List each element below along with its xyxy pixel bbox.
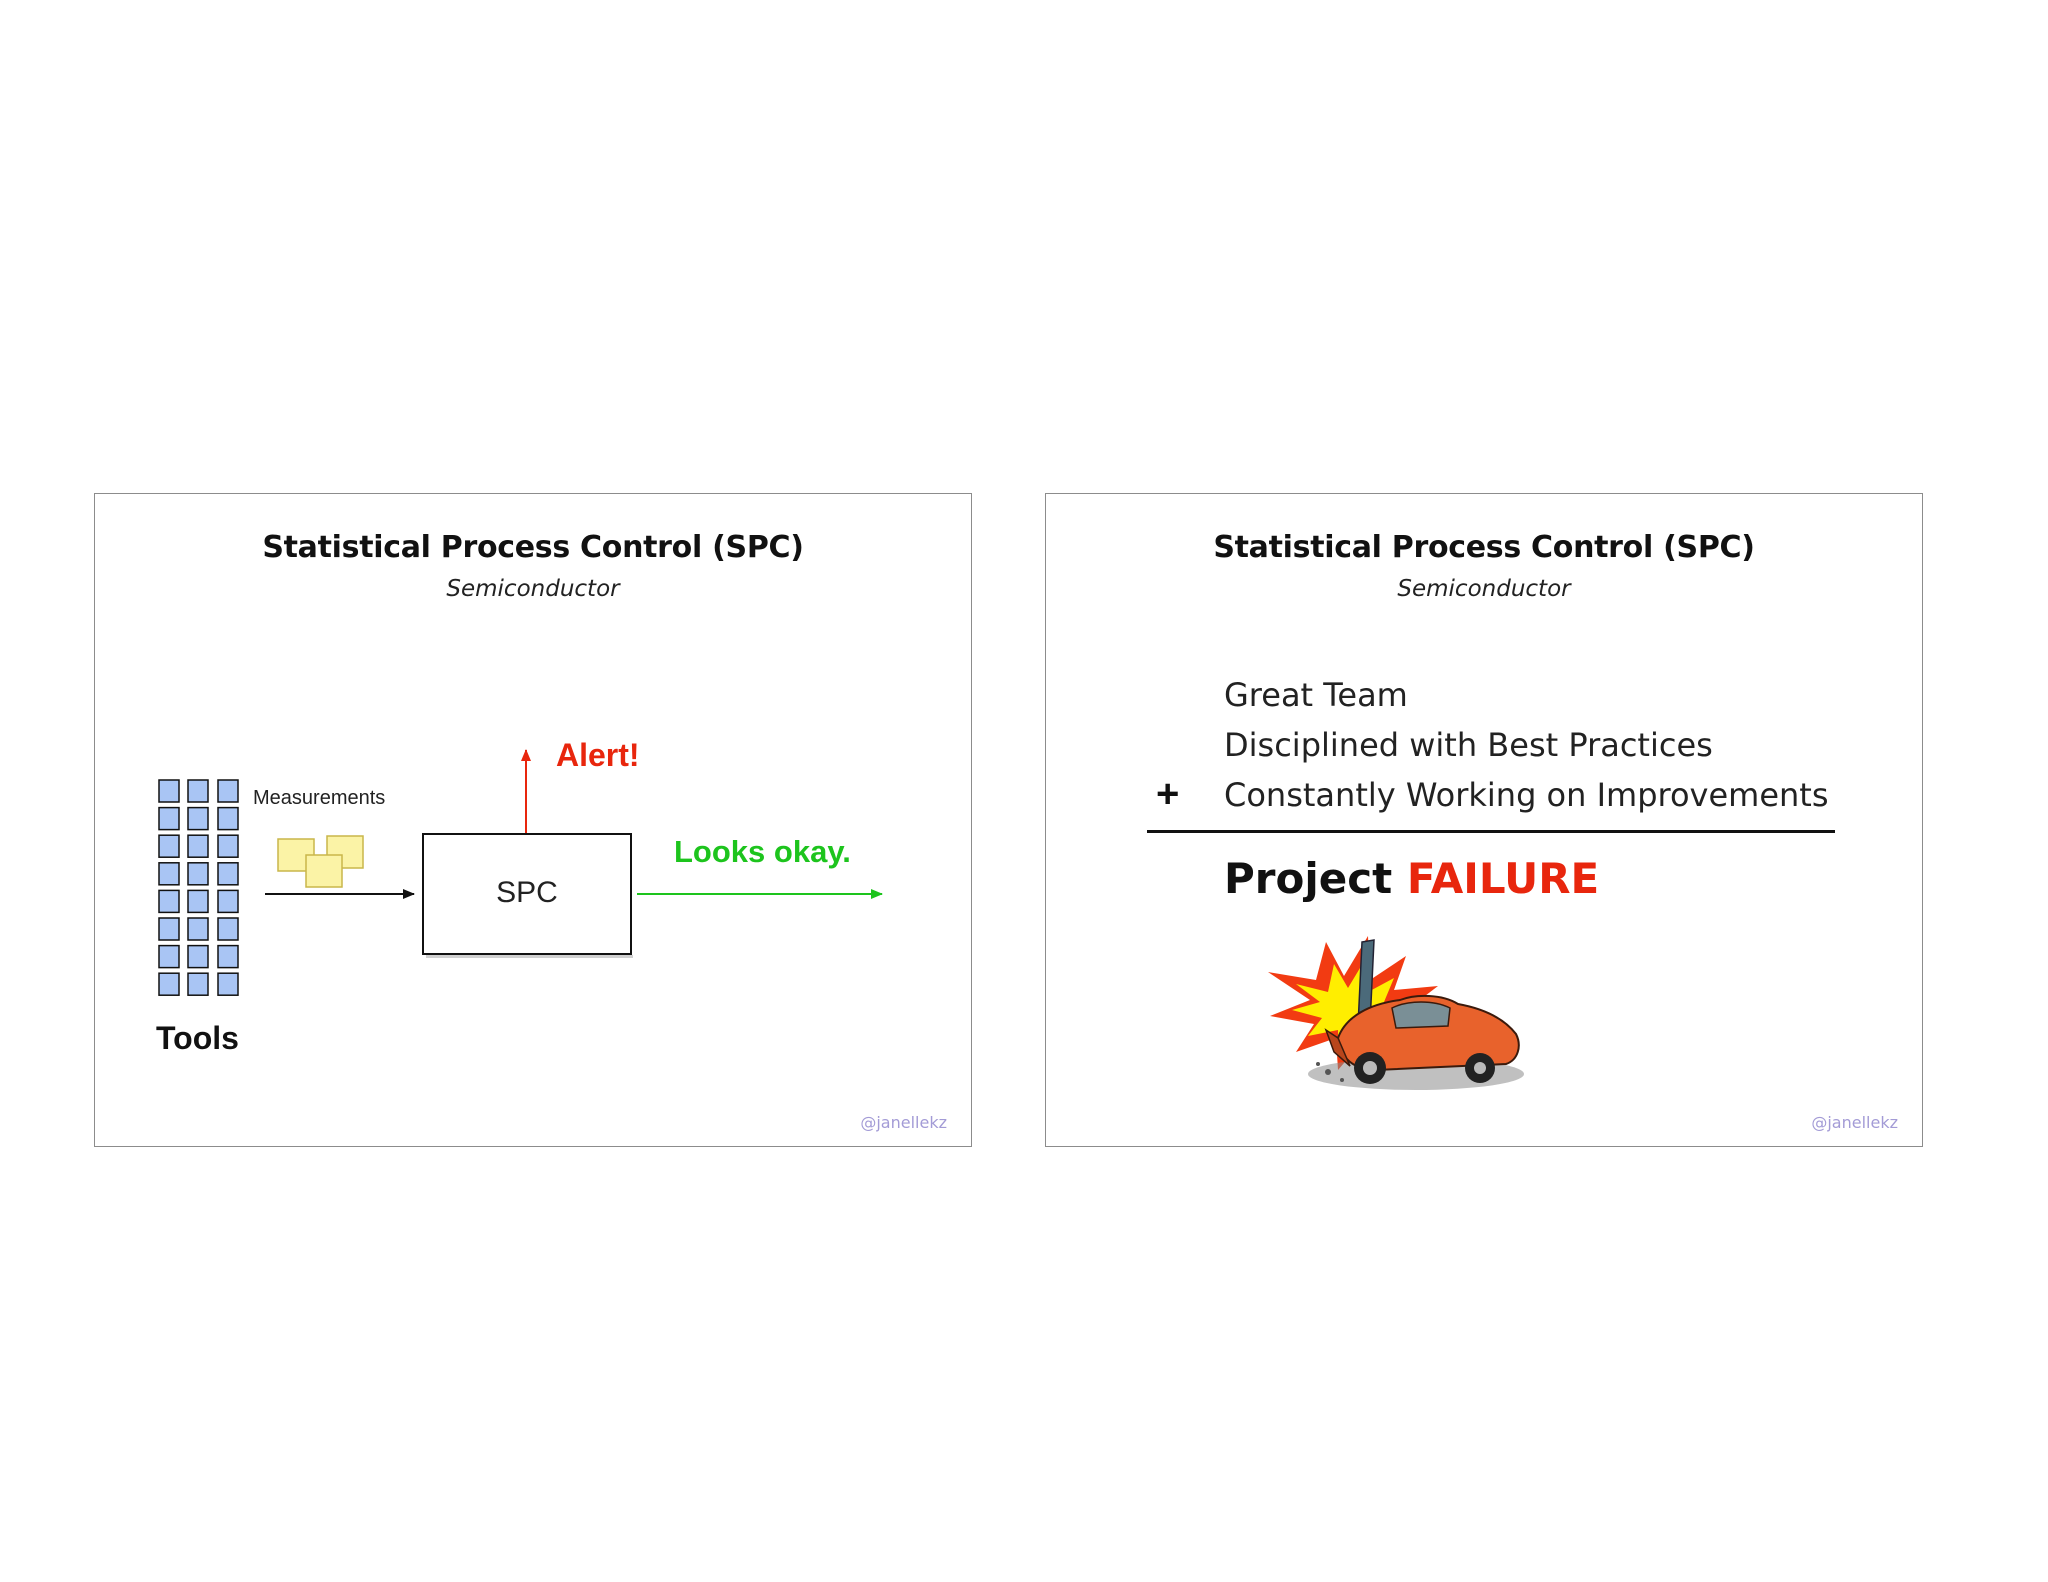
slide-subtitle: Semiconductor — [1397, 576, 1571, 602]
tool-icon — [158, 917, 180, 941]
car-crash-icon — [1268, 936, 1524, 1090]
tools-label: Tools — [156, 1020, 239, 1056]
slide-subtitle: Semiconductor — [446, 576, 620, 602]
plus-sign: + — [1156, 772, 1180, 816]
slide-title: Statistical Process Control (SPC) — [1213, 530, 1755, 565]
tool-icon — [217, 889, 239, 914]
result-line: Project FAILURE — [1224, 854, 1599, 903]
tool-icon — [217, 917, 239, 941]
tool-icon — [217, 944, 239, 969]
list-item: Great Team — [1224, 676, 1408, 714]
list-item: Disciplined with Best Practices — [1224, 726, 1713, 764]
tool-icon — [187, 806, 209, 831]
spc-box — [422, 833, 632, 955]
tool-icon — [187, 779, 209, 803]
tool-icon — [187, 944, 209, 969]
measurements-label: Measurements — [253, 787, 386, 809]
tool-icon — [217, 972, 239, 996]
tool-icon — [187, 889, 209, 914]
tool-icon — [217, 779, 239, 803]
tool-icon — [187, 972, 209, 996]
watermark: @janellekz — [860, 1113, 947, 1132]
tool-icon — [158, 834, 180, 858]
tool-icon — [158, 889, 180, 914]
tool-icon — [158, 779, 180, 803]
tool-icon — [187, 862, 209, 886]
list-item: Constantly Working on Improvements — [1224, 776, 1829, 814]
tool-icon — [217, 862, 239, 886]
sum-rule — [1147, 830, 1835, 833]
slide-title: Statistical Process Control (SPC) — [262, 530, 804, 565]
tool-icon — [217, 806, 239, 831]
watermark: @janellekz — [1811, 1113, 1898, 1132]
alert-label: Alert! — [556, 737, 640, 773]
result-prefix: Project — [1224, 854, 1393, 903]
tool-icon — [158, 972, 180, 996]
tool-icon — [158, 862, 180, 886]
spc-box-label: SPC — [496, 876, 558, 909]
tool-icon — [187, 917, 209, 941]
sticky-note-icon — [277, 835, 364, 888]
result-failure: FAILURE — [1406, 854, 1600, 903]
spc-flow-diagram — [158, 749, 883, 996]
tool-icon-grid — [158, 779, 239, 996]
looks-okay-label: Looks okay. — [674, 834, 851, 869]
slide-spc-failure: Statistical Process Control (SPC) Semico… — [1045, 493, 1923, 1147]
slide-spc-diagram: Statistical Process Control (SPC) Semico… — [94, 493, 972, 1147]
tool-icon — [158, 944, 180, 969]
tool-icon — [187, 834, 209, 858]
tool-icon — [217, 834, 239, 858]
tool-icon — [158, 806, 180, 831]
